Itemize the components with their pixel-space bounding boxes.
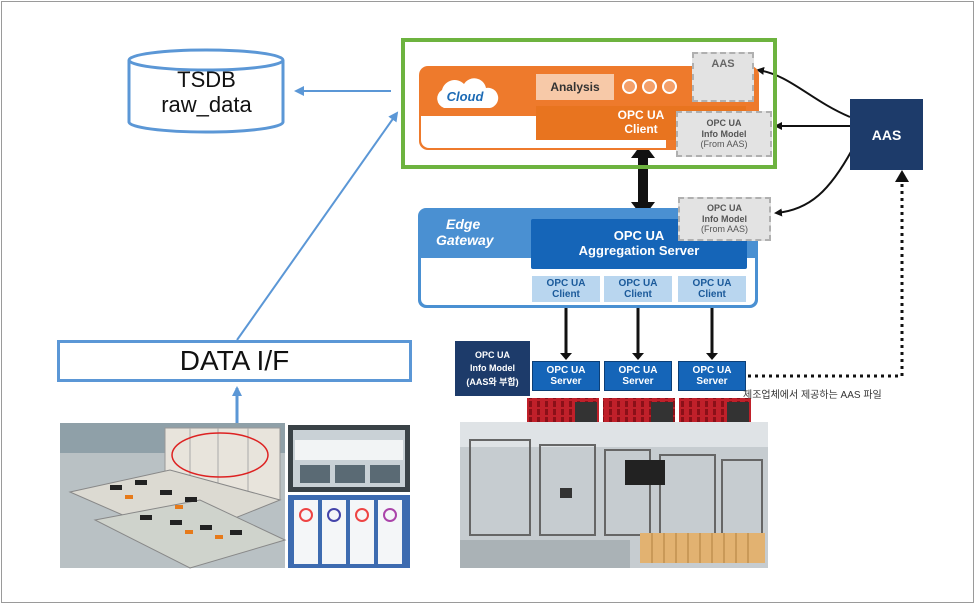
- cloud-info-model: OPC UA Info Model (From AAS): [676, 111, 772, 157]
- edge-info-line1: OPC UA: [706, 203, 742, 214]
- edge-client-3: OPC UA Client: [678, 276, 746, 302]
- tsdb-title: TSDB: [177, 66, 236, 92]
- device-info-line3: (AAS와 부합): [466, 376, 519, 387]
- edge-label-line2: Gateway: [436, 232, 494, 249]
- client-3-line2: Client: [698, 289, 726, 300]
- aas-file-arrowhead: [895, 170, 909, 182]
- client-3-line1: OPC UA: [692, 277, 732, 289]
- server-1-line2: Server: [550, 376, 582, 387]
- server-2-line2: Server: [622, 376, 654, 387]
- tsdb-cylinder: [127, 48, 285, 134]
- cloud-info-line3: (From AAS): [700, 139, 748, 150]
- aas-arrow-1: [756, 66, 851, 118]
- edge-client-2: OPC UA Client: [604, 276, 672, 302]
- cloud-boundary: [401, 38, 777, 169]
- dashboard-screens: [288, 425, 410, 568]
- server-1-line1: OPC UA: [546, 364, 586, 376]
- opcua-server-2: OPC UA Server: [604, 361, 672, 391]
- server-3-line2: Server: [696, 376, 728, 387]
- dot-1: [622, 79, 637, 94]
- dot-2: [642, 79, 657, 94]
- device-info-line1: OPC UA: [474, 349, 510, 360]
- cloud-label: Cloud: [446, 88, 484, 104]
- edge-label-line1: Edge: [446, 216, 481, 232]
- cloud-info-line2: Info Model: [701, 128, 747, 139]
- aas-external-box: AAS: [850, 99, 923, 170]
- aas-file-arrow: [748, 178, 904, 378]
- cloud-icon: Cloud: [430, 78, 500, 114]
- cloud-client-line2: Client: [624, 122, 658, 136]
- cloud-client-line1: OPC UA: [617, 108, 665, 123]
- device-info-model: OPC UA Info Model (AAS와 부합): [455, 341, 530, 396]
- dot-3: [662, 79, 677, 94]
- edge-info-line3: (From AAS): [700, 224, 748, 235]
- edge-client-1: OPC UA Client: [532, 276, 600, 302]
- client-2-line2: Client: [624, 289, 652, 300]
- edge-info-model: OPC UA Info Model (From AAS): [678, 197, 771, 241]
- opcua-server-1: OPC UA Server: [532, 361, 600, 391]
- factory-photo: [460, 422, 768, 568]
- data-interface-box: DATA I/F: [57, 340, 412, 382]
- server-3-line1: OPC UA: [692, 364, 732, 376]
- arrow-to-cloud: [236, 111, 399, 341]
- cloud-aas-small: AAS: [692, 52, 754, 102]
- client-2-line1: OPC UA: [618, 277, 658, 289]
- edge-info-line2: Info Model: [701, 213, 747, 224]
- agg-line2: Aggregation Server: [578, 243, 700, 258]
- aas-file-caption: 제조업체에서 제공하는 AAS 파일: [743, 389, 882, 401]
- server-2-line1: OPC UA: [618, 364, 658, 376]
- agg-line1: OPC UA: [613, 228, 665, 244]
- opcua-server-3: OPC UA Server: [678, 361, 746, 391]
- client-1-line2: Client: [552, 289, 580, 300]
- aas-arrow-3: [774, 149, 853, 217]
- tsdb-subtitle: raw_data: [161, 92, 252, 117]
- analysis-box: Analysis: [536, 74, 614, 100]
- edge-gateway-label: Edge Gateway: [436, 216, 526, 256]
- tsdb-label: TSDB raw_data: [129, 62, 284, 122]
- battery-photo: [60, 423, 287, 569]
- client-1-line1: OPC UA: [546, 277, 586, 289]
- device-info-line2: Info Model: [470, 363, 515, 374]
- cloud-info-line1: OPC UA: [706, 118, 742, 129]
